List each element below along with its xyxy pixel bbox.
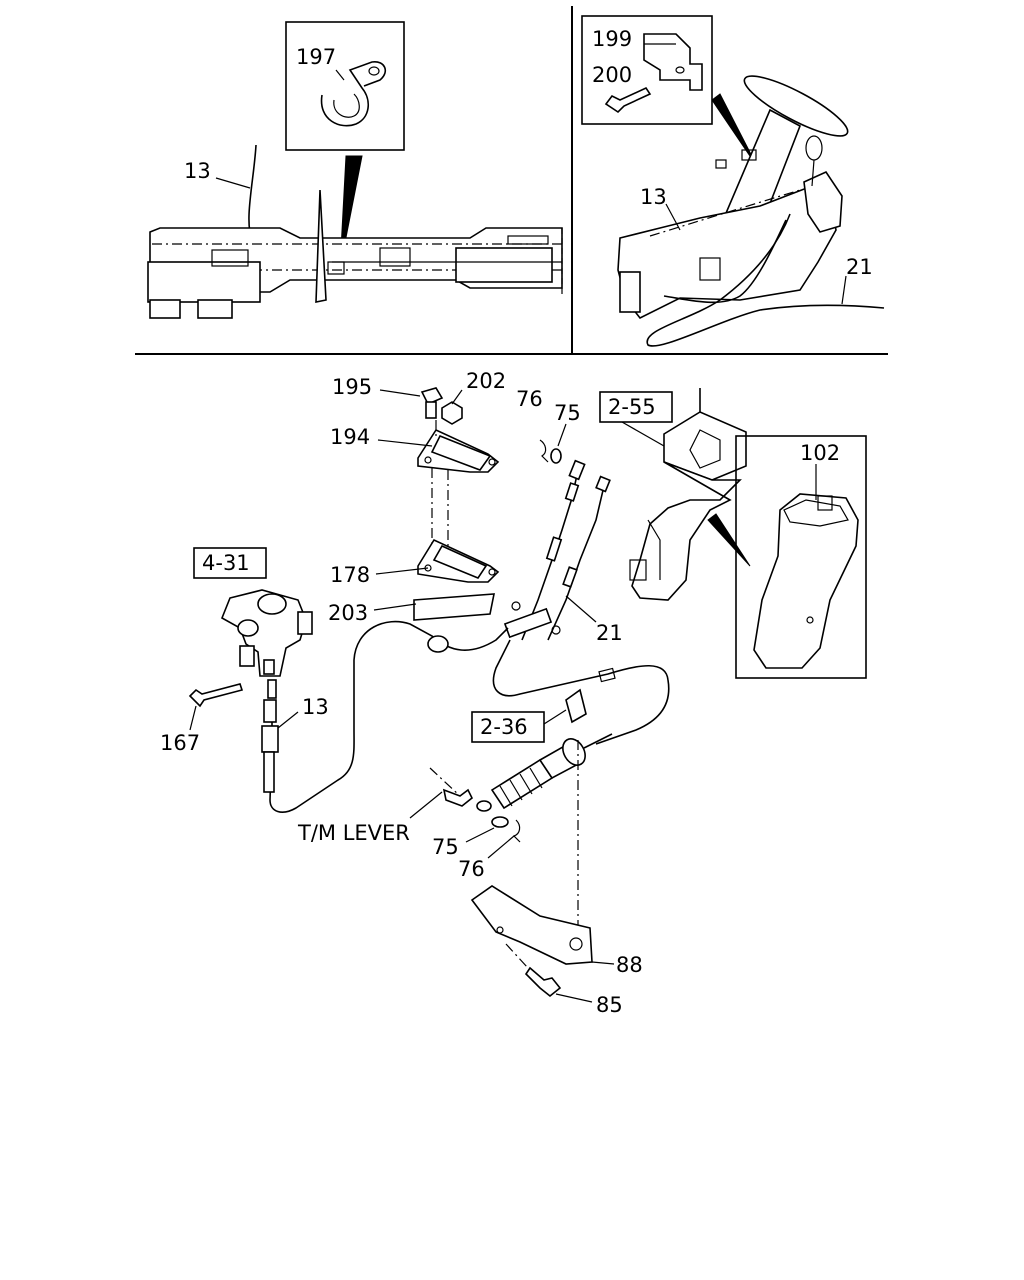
- bracket-88-part: [470, 885, 593, 965]
- callout-178: 178: [330, 563, 370, 587]
- callout-13-right: 13: [640, 185, 667, 209]
- cable-pair-21: [503, 459, 611, 641]
- label-tm-lever: T/M LEVER: [297, 821, 410, 845]
- ref-box-4-31: 4-31: [193, 547, 267, 579]
- ref-box-2-55: 2-55: [599, 391, 673, 423]
- cable-13-lower: [261, 620, 509, 813]
- bolt-195-part: [420, 387, 444, 419]
- callout-85: 85: [596, 993, 623, 1017]
- callout-199: 199: [592, 27, 632, 51]
- cable-13-right: [663, 219, 787, 304]
- callout-76-top: 76: [516, 387, 543, 411]
- ref-box-2-36: 2-36: [471, 711, 545, 743]
- callout-102: 102: [800, 441, 840, 465]
- detail-box-199-200: [581, 15, 713, 125]
- detail-box-102: [735, 435, 867, 679]
- cable-21-top: [646, 213, 885, 347]
- cab-assembly: [617, 75, 849, 320]
- callout-194: 194: [330, 425, 370, 449]
- nut-202-part: [441, 401, 463, 425]
- callout-167: 167: [160, 731, 200, 755]
- shifter-housing: [629, 388, 747, 601]
- gasket-203-part: [413, 593, 495, 621]
- callout-88: 88: [616, 953, 643, 977]
- ref-2-55-label: 2-55: [608, 395, 656, 419]
- callout-76-bottom: 76: [458, 857, 485, 881]
- washer-75-top-part: [550, 448, 562, 464]
- pin-167-part: [188, 683, 244, 708]
- plate-178-part: [417, 538, 500, 583]
- callout-75-bottom: 75: [432, 835, 459, 859]
- callout-200: 200: [592, 63, 632, 87]
- washer-75-bottom-part: [491, 816, 509, 828]
- clip-197-part: [320, 61, 387, 127]
- ref-2-36-label: 2-36: [480, 715, 528, 739]
- bolt-85-part: [524, 966, 562, 998]
- callout-21-top: 21: [846, 255, 873, 279]
- valve-assembly: [220, 589, 313, 699]
- frame-rail: [147, 189, 563, 319]
- plate-194-part: [417, 428, 500, 473]
- callout-21-mid: 21: [596, 621, 623, 645]
- callout-75-top: 75: [554, 401, 581, 425]
- callout-13-top: 13: [184, 159, 211, 183]
- callout-197: 197: [296, 45, 336, 69]
- tm-lever-part: [429, 767, 474, 807]
- bolt-200-part: [604, 86, 652, 114]
- cable-adjuster: [476, 733, 613, 812]
- callout-203: 203: [328, 601, 368, 625]
- callout-195: 195: [332, 375, 372, 399]
- clip-76-bottom-part: [512, 819, 521, 843]
- callout-202: 202: [466, 369, 506, 393]
- detail-box-197: [285, 21, 405, 151]
- boot-102-part: [753, 493, 859, 669]
- callout-13-mid: 13: [302, 695, 329, 719]
- pointer-wedge-102: [707, 513, 751, 567]
- clip-76-top-part: [539, 439, 549, 463]
- cable-loop-lower: [492, 639, 670, 745]
- ref-4-31-label: 4-31: [202, 551, 250, 575]
- bracket-199-part: [643, 33, 703, 91]
